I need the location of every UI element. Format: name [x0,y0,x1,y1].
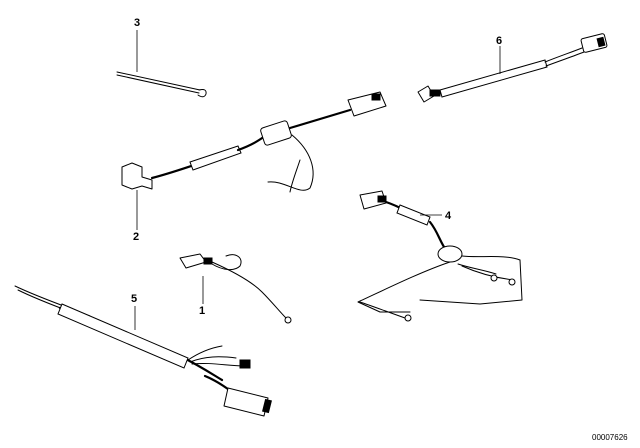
part-5-main-harness [14,285,272,417]
callout-3: 3 [134,17,140,29]
callout-5: 5 [131,293,137,305]
callout-2: 2 [133,231,139,243]
callout-6: 6 [496,35,502,47]
part-2-wiring-harness [121,91,387,193]
diagram-code: 00007626 [592,433,628,442]
callout-4: 4 [445,210,452,222]
callout-1: 1 [199,305,205,317]
part-1-connector-lead [179,253,292,324]
part-3-cable-strap [116,71,207,98]
part-6-sensor-lead [417,33,608,103]
part-4-grommet-harness [357,190,523,322]
